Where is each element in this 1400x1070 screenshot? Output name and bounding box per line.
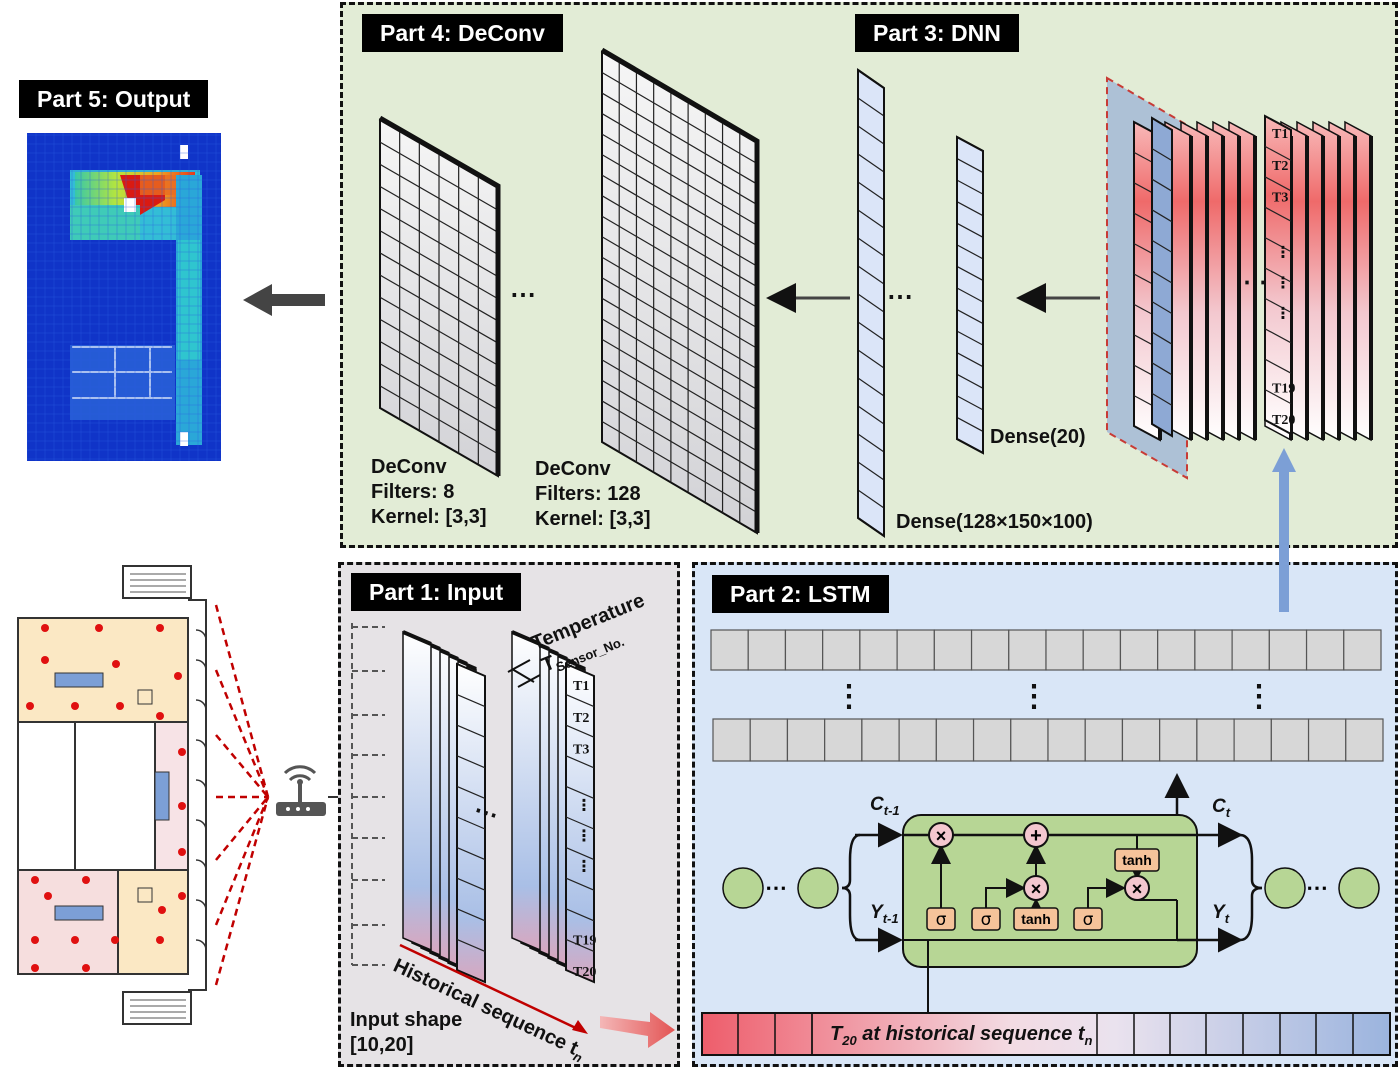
input-stack-first xyxy=(402,630,486,984)
input-vdots: ⋮ xyxy=(576,797,592,814)
lstm-cell: × + × × σ σ tanh σ tanh xyxy=(841,814,1263,1012)
gate-sigma: σ xyxy=(981,910,992,930)
part1-title: Part 1: Input xyxy=(351,573,522,611)
op-multiply-icon: × xyxy=(1132,879,1143,899)
dense-ellipsis: ⋯ xyxy=(887,281,913,311)
dense-layer-small xyxy=(956,135,984,455)
input-cell-label: T3 xyxy=(573,743,589,758)
deconv1-name: DeConv xyxy=(371,456,447,478)
dense-small-label: Dense(20) xyxy=(990,426,1086,448)
stack-ellipsis: ⋯ xyxy=(1243,269,1267,296)
lstm-right-ellipsis: ⋯ xyxy=(1306,875,1328,900)
input-cell-label: T20 xyxy=(573,965,596,980)
input-ticks xyxy=(351,623,385,966)
sequence-cell-label: T3 xyxy=(1272,191,1288,206)
hidden-next-label: Yt xyxy=(1212,902,1230,926)
input-to-lstm-arrow xyxy=(600,1012,675,1048)
lstm-unroll-nodes: ⋯ ⋯ xyxy=(722,867,1380,909)
sequence-cell-label: T19 xyxy=(1272,381,1295,396)
gate-sigma: σ xyxy=(1083,910,1094,930)
arrow-left-icon xyxy=(243,284,325,316)
arrow-up-icon xyxy=(1272,448,1296,612)
lstm-left-ellipsis: ⋯ xyxy=(765,875,787,900)
lstm-input-bar xyxy=(701,1012,1391,1056)
cell-state-next-label: Ct xyxy=(1212,796,1231,820)
sequence-vdots: ⋮ xyxy=(1275,275,1291,292)
cell-state-prev-label: Ct-1 xyxy=(870,794,900,818)
op-multiply-icon: × xyxy=(1031,879,1042,899)
deconv2-label: DeConv Filters: 128 Kernel: [3,3] xyxy=(535,457,651,532)
lstm-hidden-row-top xyxy=(710,629,1382,671)
sequence-axis-line xyxy=(399,943,581,1032)
floor-plan xyxy=(17,565,270,1025)
deconv2-filters: Filters: 128 xyxy=(535,483,641,505)
lstm-vdots: ⋮ xyxy=(834,680,864,713)
feature-axis-label: Temperature xyxy=(529,589,648,654)
deconv-grid-large xyxy=(600,47,760,535)
deconv-grid-small xyxy=(378,115,501,478)
lstm-input-bar-label: T20 at historical sequence tn xyxy=(830,1023,1093,1048)
input-vdots: ⋮ xyxy=(576,828,592,845)
part2-title: Part 2: LSTM xyxy=(712,575,889,613)
lstm-hidden-row-bottom xyxy=(712,718,1384,762)
hidden-prev-label: Yt-1 xyxy=(870,902,899,926)
sequence-cell-label: T1 xyxy=(1272,127,1288,142)
sequence-cell-label: T20 xyxy=(1272,413,1295,428)
deconv2-name: DeConv xyxy=(535,458,611,480)
input-cell-label: T19 xyxy=(573,933,596,948)
deconv-ellipsis: ⋯ xyxy=(510,279,536,309)
part3-title: Part 3: DNN xyxy=(855,14,1019,52)
op-multiply-icon: × xyxy=(936,826,947,846)
input-shape-title: Input shape xyxy=(350,1009,463,1031)
dense-large-label: Dense(128×150×100) xyxy=(896,511,1093,533)
sequence-vdots: ⋮ xyxy=(1275,305,1291,322)
input-shape-label: Input shape [10,20] xyxy=(350,1008,462,1058)
sequence-cell-label: T2 xyxy=(1272,159,1288,174)
sequence-vdots: ⋮ xyxy=(1275,245,1291,262)
deconv1-filters: Filters: 8 xyxy=(371,481,455,503)
input-cell-label: T1 xyxy=(573,679,589,694)
gate-tanh: tanh xyxy=(1021,911,1051,927)
input-cell-label: T2 xyxy=(573,711,589,726)
lstm-vdots: ⋮ xyxy=(1019,680,1049,713)
lstm-vdots: ⋮ xyxy=(1244,680,1274,713)
wifi-router-icon xyxy=(276,765,326,816)
deconv1-kernel: Kernel: [3,3] xyxy=(371,506,487,528)
input-shape-value: [10,20] xyxy=(350,1034,414,1056)
gate-tanh: tanh xyxy=(1122,852,1152,868)
dense-layer-large xyxy=(857,68,885,538)
op-add-icon: + xyxy=(1030,825,1042,847)
part5-title: Part 5: Output xyxy=(19,80,209,118)
deconv2-kernel: Kernel: [3,3] xyxy=(535,508,651,530)
input-vdots: ⋮ xyxy=(576,859,592,876)
gate-sigma: σ xyxy=(936,910,947,930)
deconv1-label: DeConv Filters: 8 Kernel: [3,3] xyxy=(371,455,487,530)
input-panel xyxy=(338,562,680,1067)
output-heatmap xyxy=(27,133,221,461)
part4-title: Part 4: DeConv xyxy=(362,14,563,52)
